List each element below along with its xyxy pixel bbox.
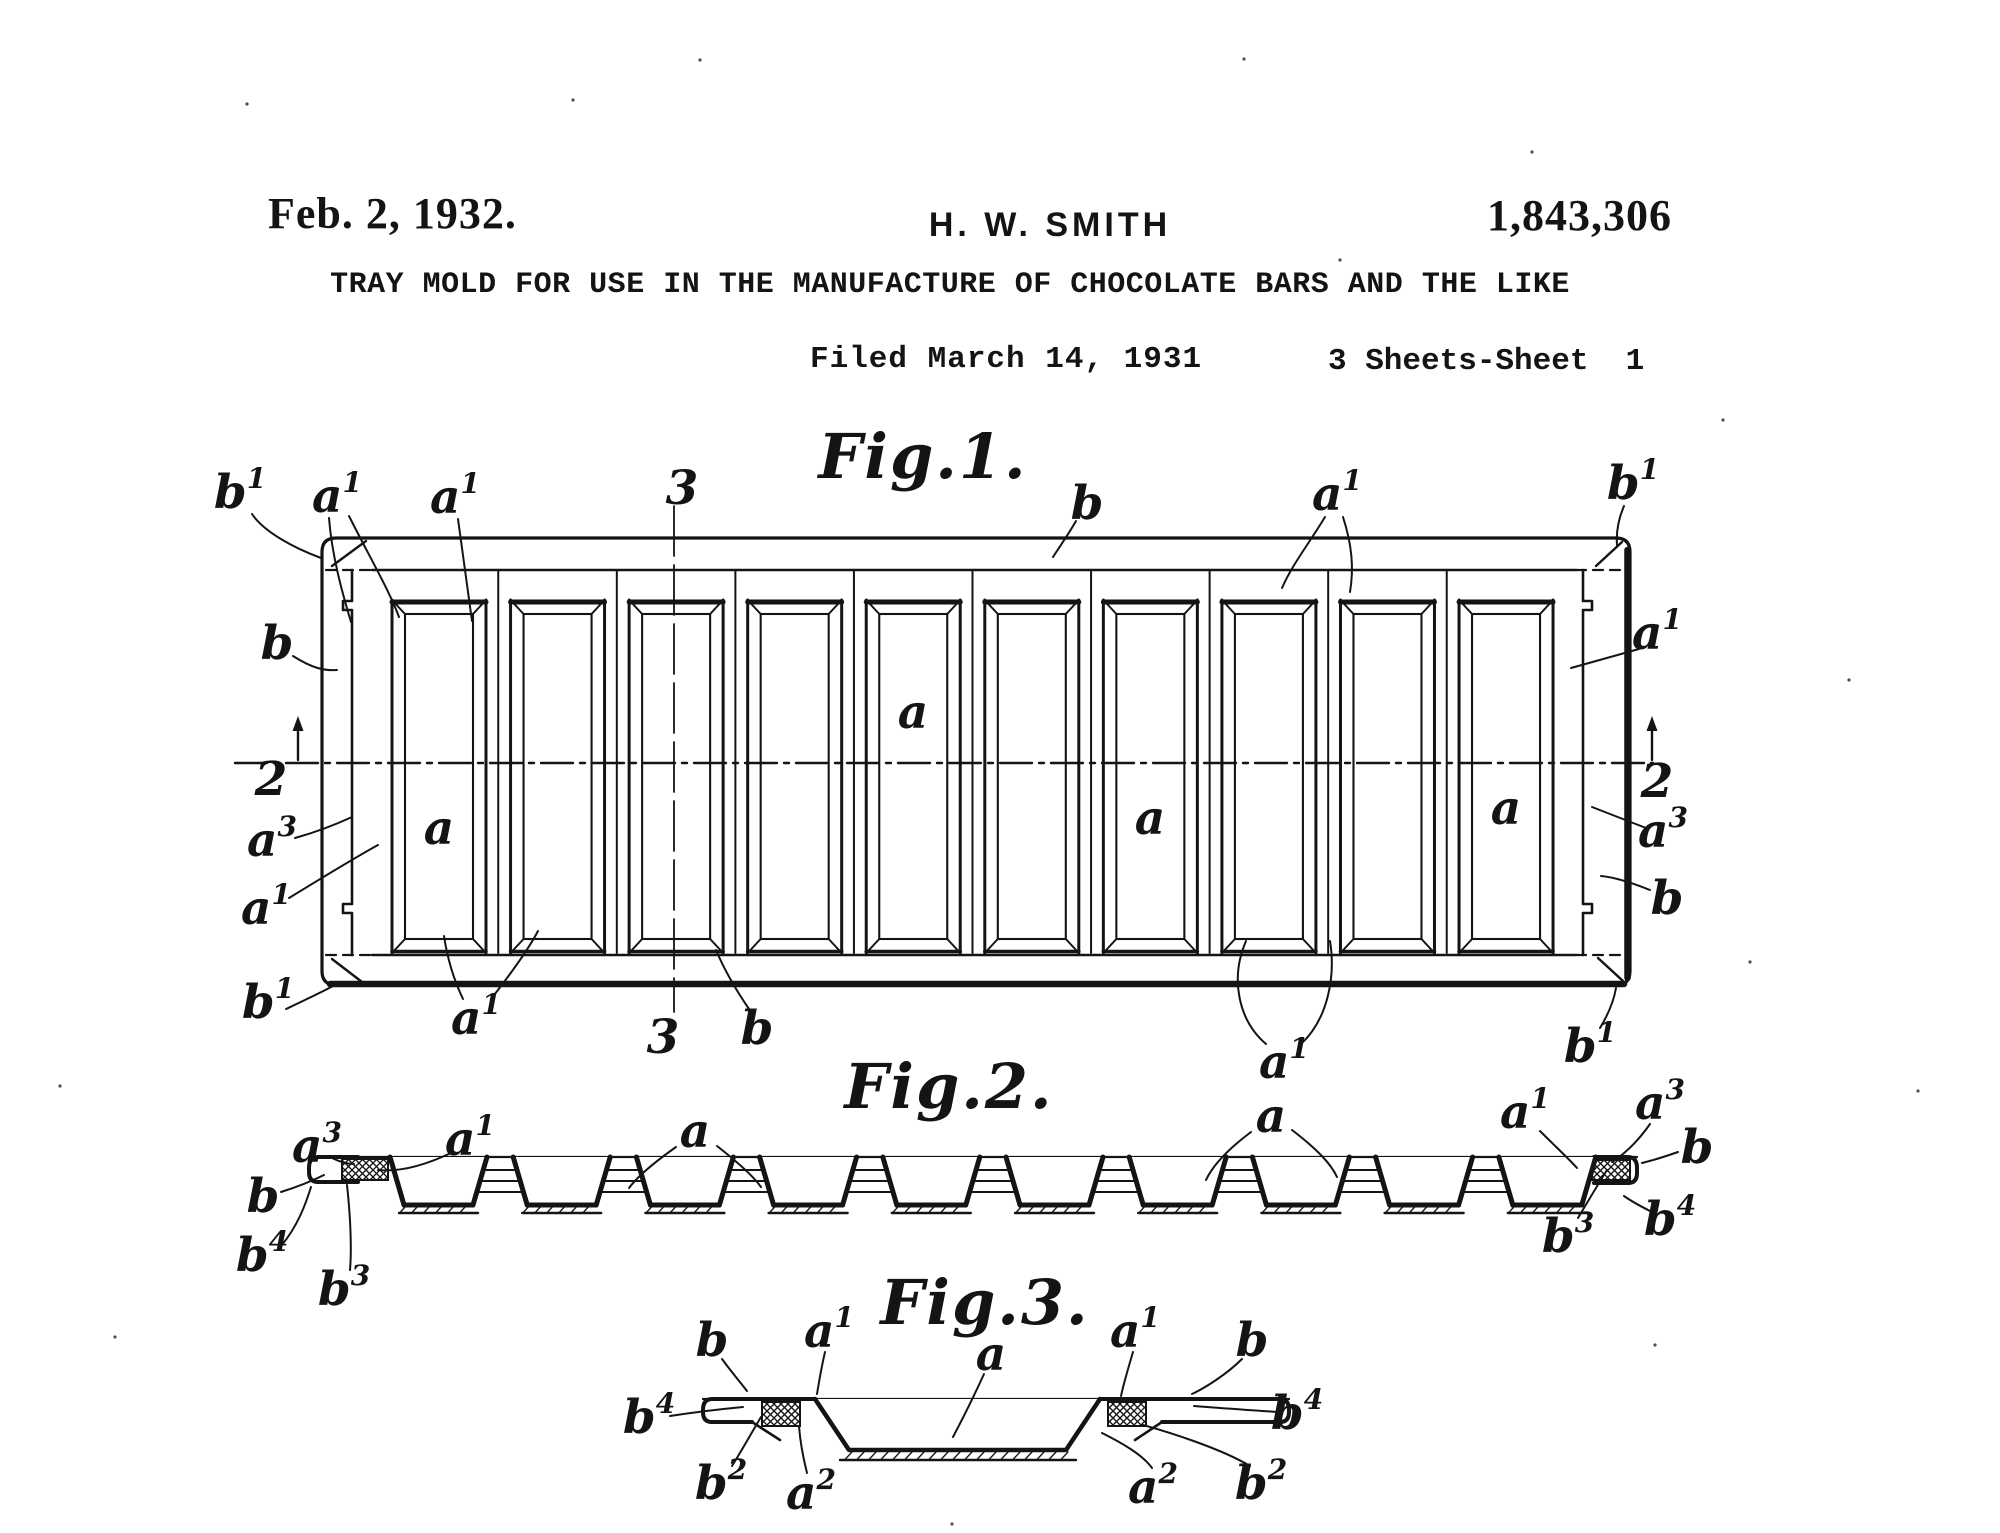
fig2-ref-label-a1-7: a1 xyxy=(1500,1082,1550,1140)
patent-number: 1,843,306 xyxy=(1487,191,1672,240)
fig1-ref-label-a1-3: a1 xyxy=(430,467,480,525)
fig3-ref-label-a2-9: a2 xyxy=(1128,1457,1178,1515)
fig1-ref-label-b-4: b xyxy=(1071,476,1104,531)
fig1-ref-label-b1-11: b1 xyxy=(242,972,294,1030)
fig1-ref-label-2-8: 2 xyxy=(254,752,288,807)
fig1-ref-label-a-24: a xyxy=(1491,781,1521,836)
fig1-ref-label-a1-17: a1 xyxy=(1632,603,1682,661)
fig1-ref-label-3-2: 3 xyxy=(666,461,699,516)
fig1-ref-label-a3-9: a3 xyxy=(247,810,297,868)
fig1-ref-label-a-21: a xyxy=(424,801,454,856)
fig2-ref-label-a1-4: a1 xyxy=(445,1109,495,1167)
fig1-ref-label-b1-6: b1 xyxy=(1607,453,1659,511)
fig1-ref-label-b-7: b xyxy=(261,616,294,671)
fig1-ref-label-a-23: a xyxy=(1135,791,1165,846)
fig1-ref-label-a-22: a xyxy=(898,685,928,740)
fig1-ref-label-b1-16: b1 xyxy=(1564,1016,1616,1074)
fig3-ref-label-a1-3: a1 xyxy=(1110,1301,1160,1359)
inventor-name: H. W. SMITH xyxy=(928,206,1172,244)
fig1-ref-label-a3-19: a3 xyxy=(1638,801,1688,859)
fig3-ref-label-a2-8: a2 xyxy=(786,1463,836,1521)
fig2-ref-label-b4-2: b4 xyxy=(236,1225,288,1283)
fig1-ref-label-b1-0: b1 xyxy=(214,462,266,520)
fig1-ref-label-a1-5: a1 xyxy=(1312,464,1362,522)
fig2-ref-label-b3-3: b3 xyxy=(318,1259,370,1317)
fig1-ref-label-a1-15: a1 xyxy=(1259,1032,1309,1090)
fig3-ref-label-b2-10: b2 xyxy=(1235,1453,1287,1511)
fig1-ref-label-a1-10: a1 xyxy=(241,878,291,936)
fig3-ref-label-b-4: b xyxy=(1236,1313,1269,1368)
fig1-ref-label-a1-12: a1 xyxy=(451,988,501,1046)
fig2-title: Fig.2. xyxy=(842,1050,1053,1123)
fig1-ref-label-3-13: 3 xyxy=(647,1010,680,1065)
fig2-ref-label-a-6: a xyxy=(1256,1089,1286,1144)
fig3-ref-label-b2-7: b2 xyxy=(695,1453,747,1511)
fig2-ref-label-a3-0: a3 xyxy=(292,1116,342,1174)
fig2-ref-label-b4-11: b4 xyxy=(1644,1189,1696,1247)
fig3-title: Fig.3. xyxy=(878,1266,1089,1339)
fig3-ref-label-b-0: b xyxy=(696,1313,729,1368)
scan-speckles xyxy=(58,57,1920,1526)
fig2-ref-label-a-5: a xyxy=(680,1104,710,1159)
fig3-ref-label-a1-1: a1 xyxy=(804,1301,854,1359)
fig3-ref-label-a-2: a xyxy=(976,1327,1006,1382)
fig2-ref-label-b-9: b xyxy=(1681,1120,1714,1175)
fig3-ref-label-b4-6: b4 xyxy=(1271,1383,1323,1441)
fig2-ref-label-b3-10: b3 xyxy=(1542,1206,1594,1264)
filed-date-line: Filed March 14, 1931 xyxy=(810,342,1203,377)
fig2-ref-label-a3-8: a3 xyxy=(1635,1073,1685,1131)
fig1-ref-label-b-20: b xyxy=(1651,871,1684,926)
fig1-ref-label-a1-1: a1 xyxy=(312,466,362,524)
fig3-ref-label-b4-5: b4 xyxy=(623,1387,675,1445)
fig1-title: Fig.1. xyxy=(816,420,1027,493)
fig1-ref-label-b-14: b xyxy=(741,1001,774,1056)
invention-title: TRAY MOLD FOR USE IN THE MANUFACTURE OF … xyxy=(330,268,1570,302)
sheet-count-line: 3 Sheets-Sheet 1 xyxy=(1328,344,1645,379)
fig2-ref-label-b-1: b xyxy=(247,1169,280,1224)
fig1-ref-label-2-18: 2 xyxy=(1640,754,1674,809)
patent-date: Feb. 2, 1932. xyxy=(268,189,517,238)
